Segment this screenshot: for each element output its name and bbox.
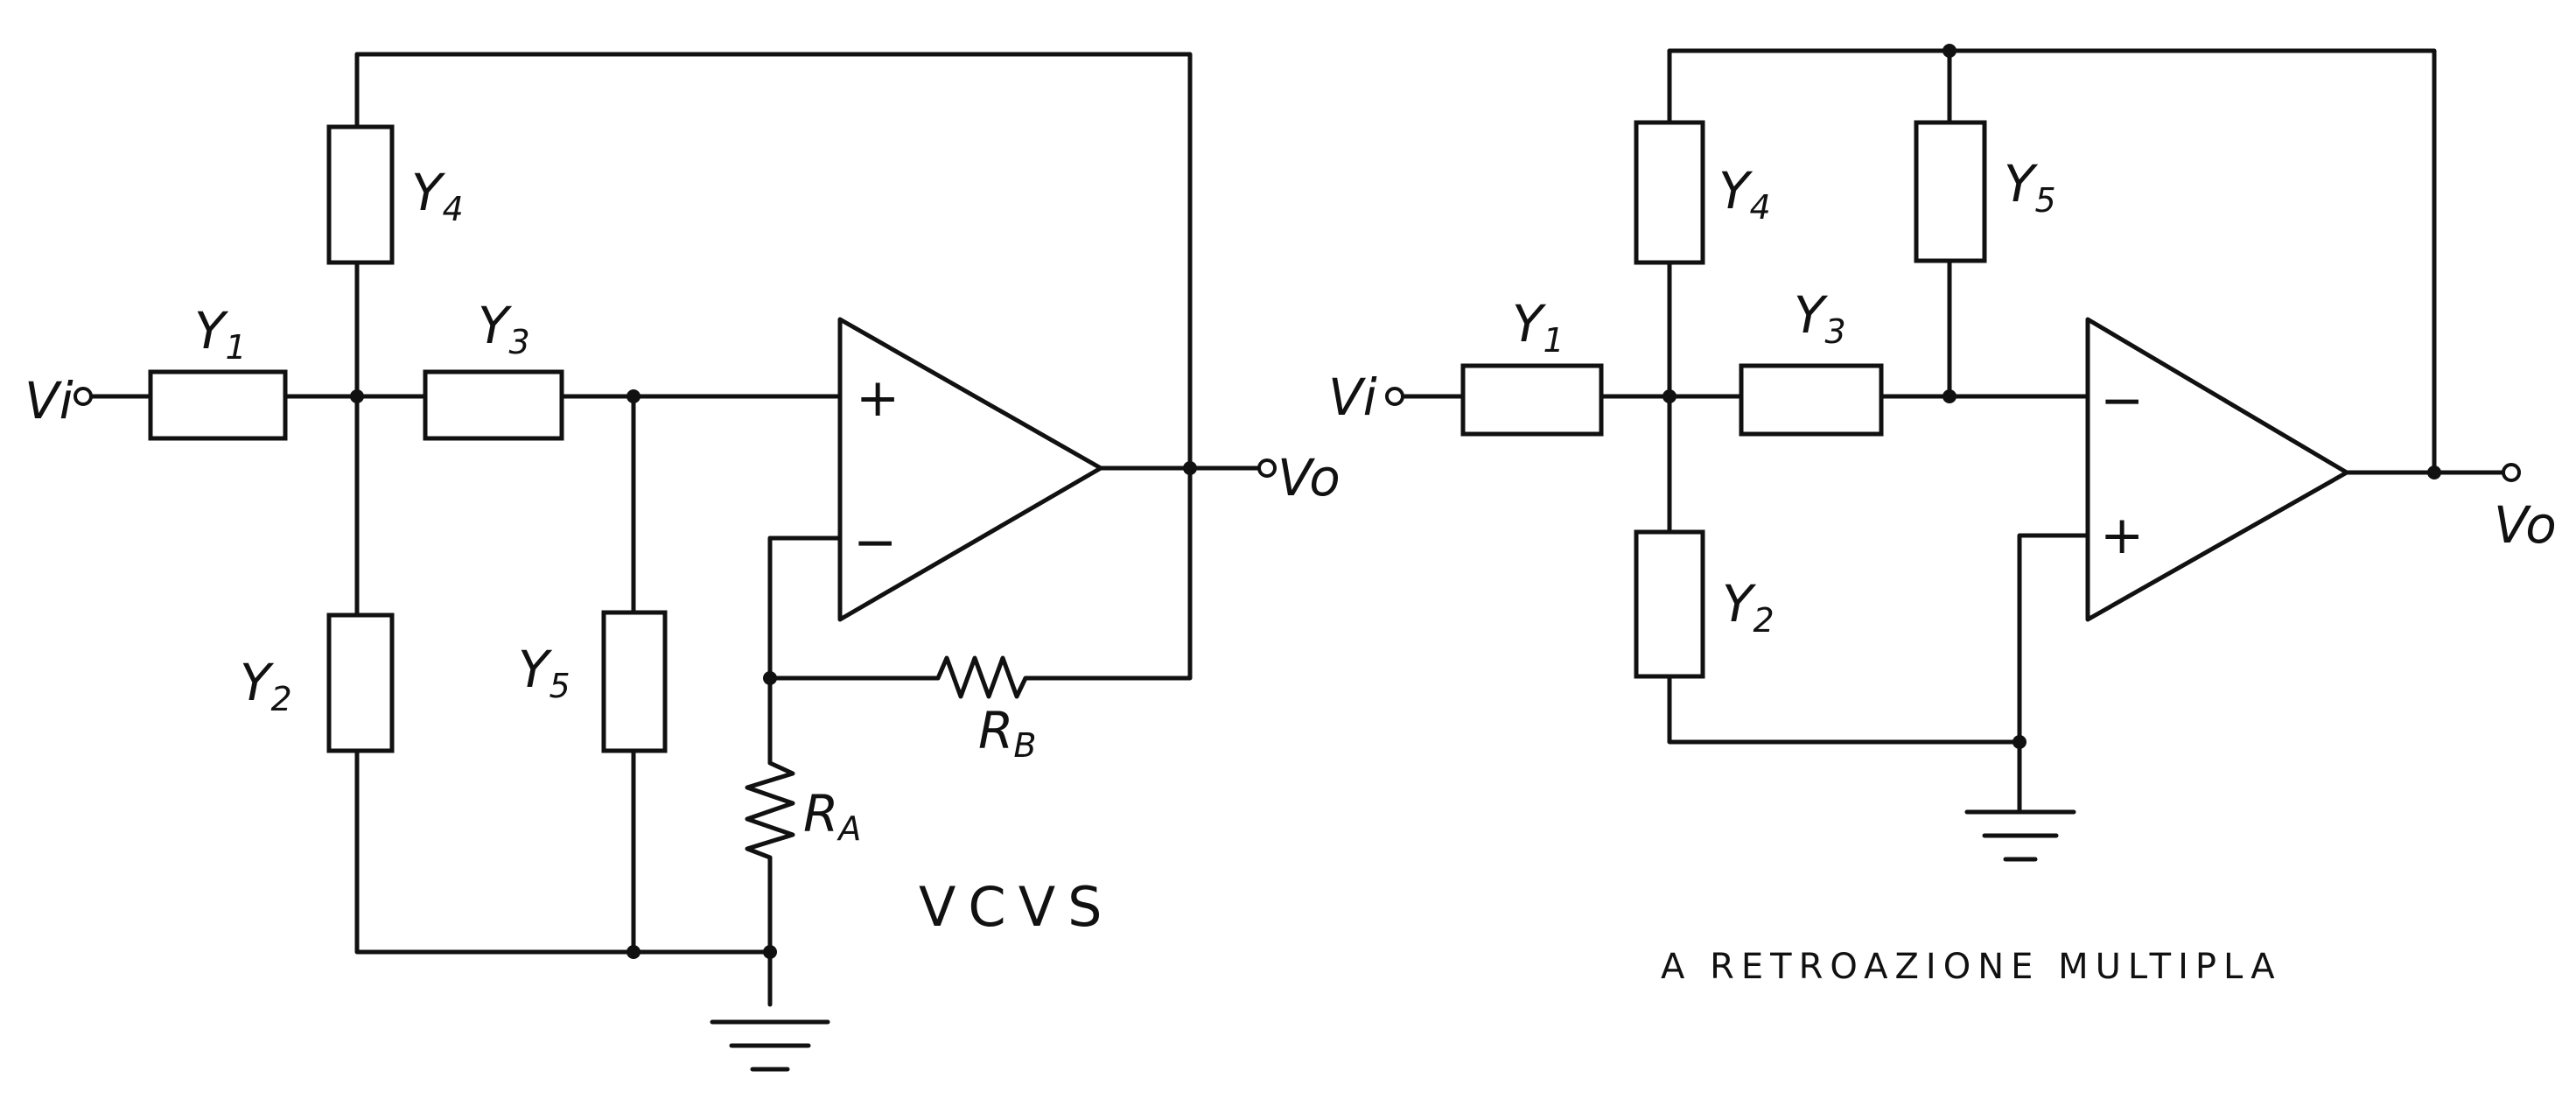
mfb-opamp-minus-sign: − <box>2100 370 2144 431</box>
vcvs-node <box>626 945 640 959</box>
vcvs-y3-label: Y3 <box>478 296 530 361</box>
vcvs-caption: VCVS <box>919 875 1114 939</box>
mfb-y1-label: Y1 <box>1512 294 1564 360</box>
mfb-circuit: − + Vi Vo Y1 Y3 Y4 Y5 Y2 A RETROAZIONE M… <box>1328 44 2557 987</box>
mfb-y4-label: Y4 <box>1718 161 1771 227</box>
vcvs-output-label: Vo <box>1278 448 1340 508</box>
vcvs-y5-admittance <box>601 610 668 753</box>
vcvs-y5-label: Y5 <box>518 640 570 705</box>
vcvs-y3-admittance <box>423 369 564 441</box>
vcvs-ra-label: RA <box>803 784 861 848</box>
mfb-input-label: Vi <box>1328 368 1377 427</box>
vcvs-circuit: + − Vi Vo Y1 Y3 Y4 Y2 Y5 RA RB VCVS <box>24 52 1340 1072</box>
vcvs-y4-label: Y4 <box>411 163 464 228</box>
mfb-node <box>2012 735 2026 749</box>
vcvs-node <box>763 671 777 685</box>
mfb-caption: A RETROAZIONE MULTIPLA <box>1661 947 2282 987</box>
mfb-node <box>1942 44 1956 58</box>
mfb-y5-admittance <box>1914 120 1987 263</box>
mfb-input-terminal <box>1385 387 1404 406</box>
vcvs-opamp <box>837 317 1103 622</box>
mfb-node <box>2427 466 2441 480</box>
mfb-output-label: Vo <box>2494 495 2557 555</box>
mfb-y5-label: Y5 <box>2004 154 2056 220</box>
vcvs-input-terminal <box>74 387 93 406</box>
mfb-y3-label: Y3 <box>1794 285 1846 351</box>
mfb-y2-admittance <box>1634 529 1705 679</box>
mfb-output-terminal <box>2502 463 2521 482</box>
mfb-ground-symbol <box>1964 809 2076 862</box>
vcvs-node <box>763 945 777 959</box>
mfb-y1-admittance <box>1460 363 1604 437</box>
vcvs-y2-label: Y2 <box>240 653 292 718</box>
mfb-node <box>1662 389 1676 403</box>
mfb-y4-admittance <box>1634 120 1705 265</box>
vcvs-node <box>350 389 364 403</box>
vcvs-opamp-minus-sign: − <box>853 512 897 573</box>
vcvs-node <box>626 389 640 403</box>
vcvs-ground-symbol <box>710 1019 830 1072</box>
vcvs-ra-resistor <box>745 752 795 866</box>
vcvs-y4-admittance <box>326 124 395 265</box>
vcvs-rb-resistor <box>925 655 1035 699</box>
vcvs-y2-admittance <box>326 612 395 753</box>
vcvs-y1-admittance <box>148 369 288 441</box>
vcvs-output-terminal <box>1257 458 1277 478</box>
mfb-opamp <box>2085 317 2349 622</box>
vcvs-wires <box>88 52 1263 1007</box>
mfb-opamp-plus-sign: + <box>2100 505 2144 566</box>
mfb-node <box>1942 389 1956 403</box>
vcvs-input-label: Vi <box>24 371 74 430</box>
vcvs-rb-label: RB <box>978 701 1036 765</box>
mfb-y3-admittance <box>1739 363 1884 437</box>
vcvs-node <box>1183 461 1197 475</box>
mfb-y2-label: Y2 <box>1722 574 1774 640</box>
vcvs-opamp-plus-sign: + <box>856 368 900 429</box>
vcvs-y1-label: Y1 <box>194 301 247 367</box>
